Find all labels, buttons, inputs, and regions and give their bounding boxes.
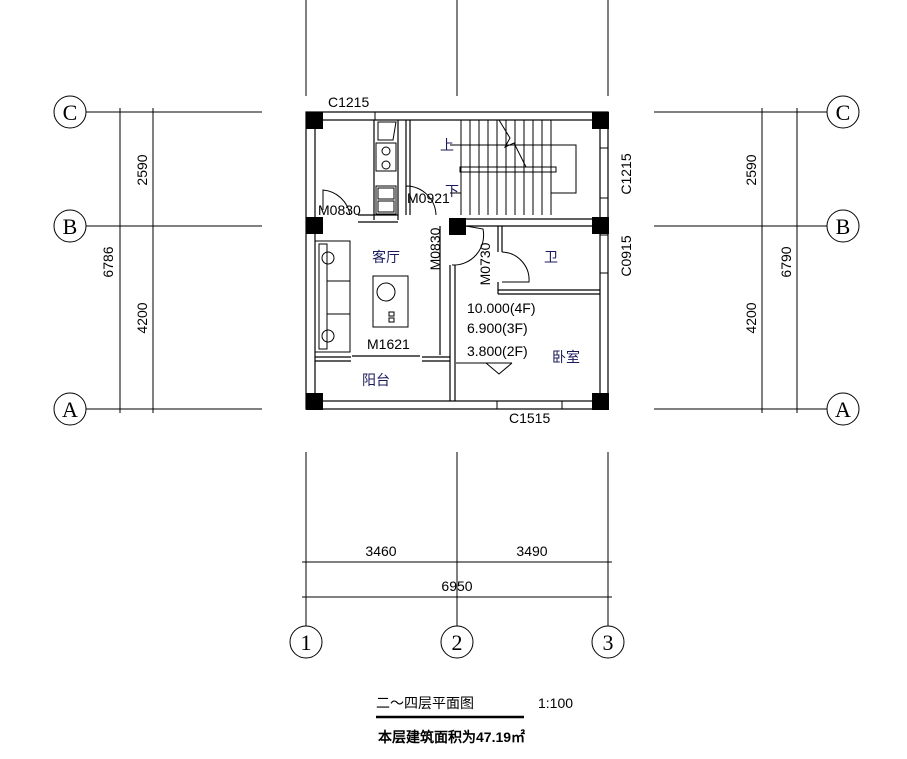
stair: 上 下 bbox=[440, 119, 577, 215]
axis-label: 2 bbox=[452, 630, 463, 655]
axis-bubble-3 bbox=[591, 625, 625, 659]
sofa-icon bbox=[314, 240, 351, 353]
columns bbox=[306, 112, 609, 410]
axis-label: C bbox=[836, 100, 851, 125]
level-3f: 6.900(3F) bbox=[467, 320, 528, 336]
dim-bottom-2-3: 3490 bbox=[516, 543, 547, 559]
label-m1621: M1621 bbox=[367, 336, 410, 352]
dimensions: 6786 2590 4200 6790 2590 4200 3460 3490 … bbox=[100, 154, 794, 594]
stair-up-label: 上 bbox=[440, 138, 454, 154]
kitchen-fixtures bbox=[375, 121, 397, 215]
room-bedroom: 卧室 bbox=[552, 349, 580, 366]
dim-left-total: 6786 bbox=[100, 246, 116, 277]
room-labels: 客厅 卫 卧室 阳台 bbox=[362, 249, 580, 389]
axis-bubble-c-left bbox=[53, 95, 87, 129]
axis-bubble-b-left bbox=[53, 209, 87, 243]
sink-icon bbox=[375, 185, 397, 215]
label-c1215-right: C1215 bbox=[618, 153, 634, 194]
room-balcony: 阳台 bbox=[362, 373, 390, 389]
axis-bubble-2 bbox=[440, 625, 474, 659]
room-living: 客厅 bbox=[372, 249, 400, 266]
room-bath: 卫 bbox=[544, 250, 558, 266]
title-text: 二～四层平面图 bbox=[376, 695, 474, 711]
door-m0921 bbox=[405, 185, 437, 216]
axis-bubble-a-right bbox=[826, 392, 860, 426]
label-m0730: M0730 bbox=[477, 242, 493, 285]
dim-bottom-1-2: 3460 bbox=[365, 543, 396, 559]
stair-down-label: 下 bbox=[445, 184, 459, 200]
level-2f: 3.800(2F) bbox=[467, 343, 528, 359]
dim-right-upper: 2590 bbox=[743, 154, 759, 185]
dim-left-lower: 4200 bbox=[134, 302, 150, 333]
axis-label: A bbox=[835, 397, 851, 422]
label-m0830-mid: M0830 bbox=[427, 227, 443, 270]
windows bbox=[321, 111, 609, 410]
grid-lines bbox=[86, 0, 827, 626]
axis-bubble-1 bbox=[289, 625, 323, 659]
axis-label: 3 bbox=[603, 630, 614, 655]
dim-left-upper: 2590 bbox=[134, 154, 150, 185]
drawing-title: 二～四层平面图 1:100 本层建筑面积为47.19㎡ bbox=[376, 695, 573, 745]
axis-label: B bbox=[836, 214, 851, 239]
window-c1515 bbox=[496, 400, 563, 410]
area-note: 本层建筑面积为47.19㎡ bbox=[378, 729, 525, 745]
label-m0830-left: M0830 bbox=[318, 202, 361, 218]
axis-bubbles: C B A C B A 1 2 3 bbox=[53, 95, 860, 659]
dim-bottom-total: 6950 bbox=[441, 578, 472, 594]
level-marker: 10.000(4F) 6.900(3F) 3.800(2F) bbox=[456, 300, 535, 375]
coffee-table-icon bbox=[372, 275, 409, 328]
window-c0915 bbox=[599, 234, 609, 274]
door-m0730 bbox=[501, 251, 530, 283]
opening-labels: C1215 C1215 C0915 C1515 M0830 M0921 M083… bbox=[318, 94, 634, 426]
living-furniture bbox=[314, 240, 409, 353]
window-c1215-right bbox=[599, 147, 609, 199]
dim-right-lower: 4200 bbox=[743, 302, 759, 333]
label-c1515: C1515 bbox=[509, 410, 550, 426]
window-c1215-top bbox=[321, 111, 376, 121]
label-c1215-top: C1215 bbox=[328, 94, 369, 110]
doors bbox=[322, 185, 530, 283]
scale-text: 1:100 bbox=[538, 695, 573, 711]
dim-right-total: 6790 bbox=[778, 246, 794, 277]
axis-bubble-a-left bbox=[53, 392, 87, 426]
axis-label: A bbox=[62, 397, 78, 422]
axis-label: 1 bbox=[301, 630, 312, 655]
axis-label: C bbox=[63, 100, 78, 125]
door-m0830-left bbox=[322, 189, 351, 216]
label-c0915: C0915 bbox=[618, 235, 634, 276]
axis-bubble-c-right bbox=[826, 95, 860, 129]
axis-label: B bbox=[63, 214, 78, 239]
label-m0921: M0921 bbox=[407, 190, 450, 206]
level-4f: 10.000(4F) bbox=[467, 300, 535, 316]
stove-icon bbox=[375, 142, 397, 172]
axis-bubble-b-right bbox=[826, 209, 860, 243]
door-m0830-mid bbox=[451, 225, 485, 266]
